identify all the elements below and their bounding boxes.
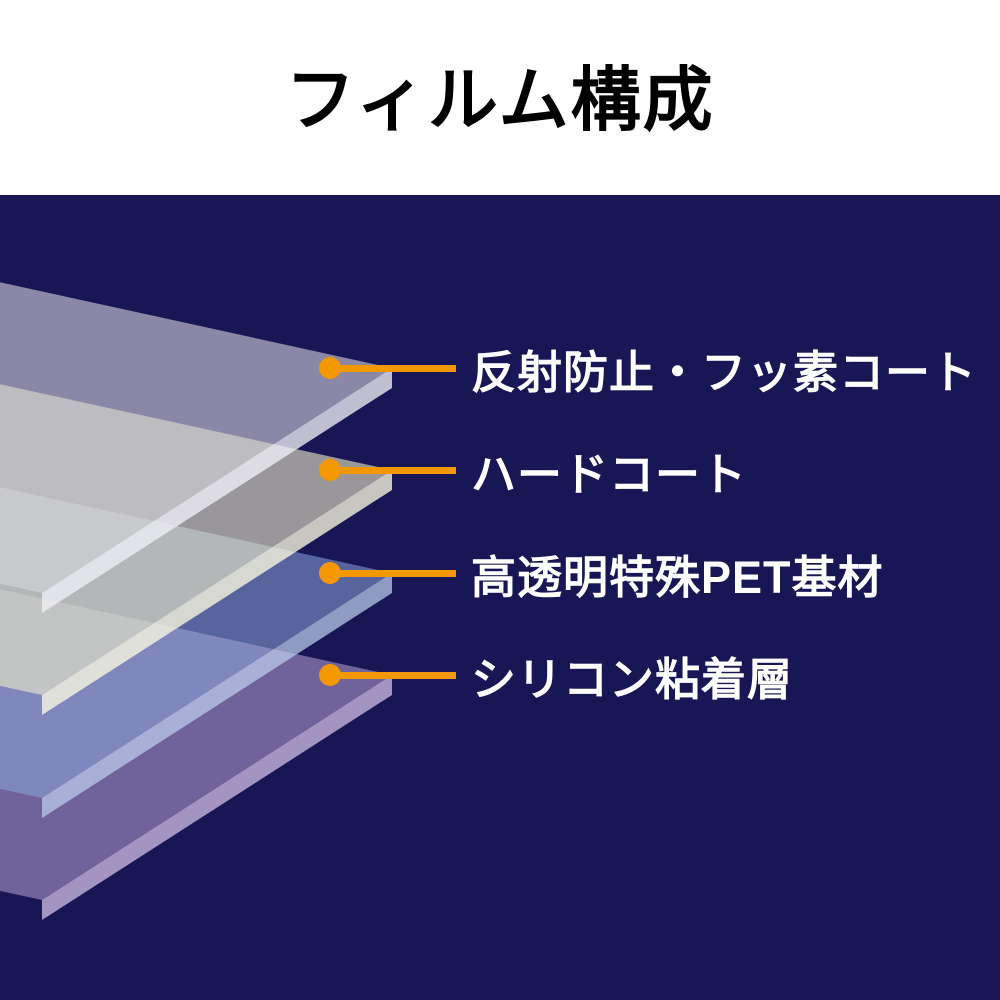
film-layers-illustration (0, 282, 392, 920)
callout-line (338, 364, 456, 372)
layer-label-antireflection: 反射防止・フッ素コート (471, 346, 978, 398)
callout-line (338, 671, 456, 679)
diagram-panel: 反射防止・フッ素コート ハードコート 高透明特殊PET基材 シリコン粘着層 (0, 195, 1000, 1000)
layer-label-hardcoat: ハードコート (471, 448, 748, 500)
layer-sheet-antireflection (0, 282, 392, 613)
callout-dot (319, 664, 341, 686)
layer-1-face (0, 282, 392, 593)
layer-4-edge (42, 675, 392, 920)
callout-row-silicone: シリコン粘着層 (319, 653, 793, 705)
layer-2-edge (42, 470, 392, 715)
callout-dot (319, 562, 341, 584)
callout-row-hardcoat: ハードコート (319, 448, 747, 500)
callout-row-antireflection: 反射防止・フッ素コート (319, 346, 977, 398)
layer-3-edge (42, 573, 392, 818)
callout-line (338, 466, 456, 474)
callout-row-pet: 高透明特殊PET基材 (319, 551, 884, 603)
layer-label-pet: 高透明特殊PET基材 (471, 551, 884, 603)
callout-line (338, 569, 456, 577)
callout-dot (319, 357, 341, 379)
layer-1-edge (42, 368, 392, 613)
page-title: フィルム構成 (285, 61, 715, 139)
layer-label-silicone: シリコン粘着層 (471, 653, 794, 705)
callout-dot (319, 459, 341, 481)
